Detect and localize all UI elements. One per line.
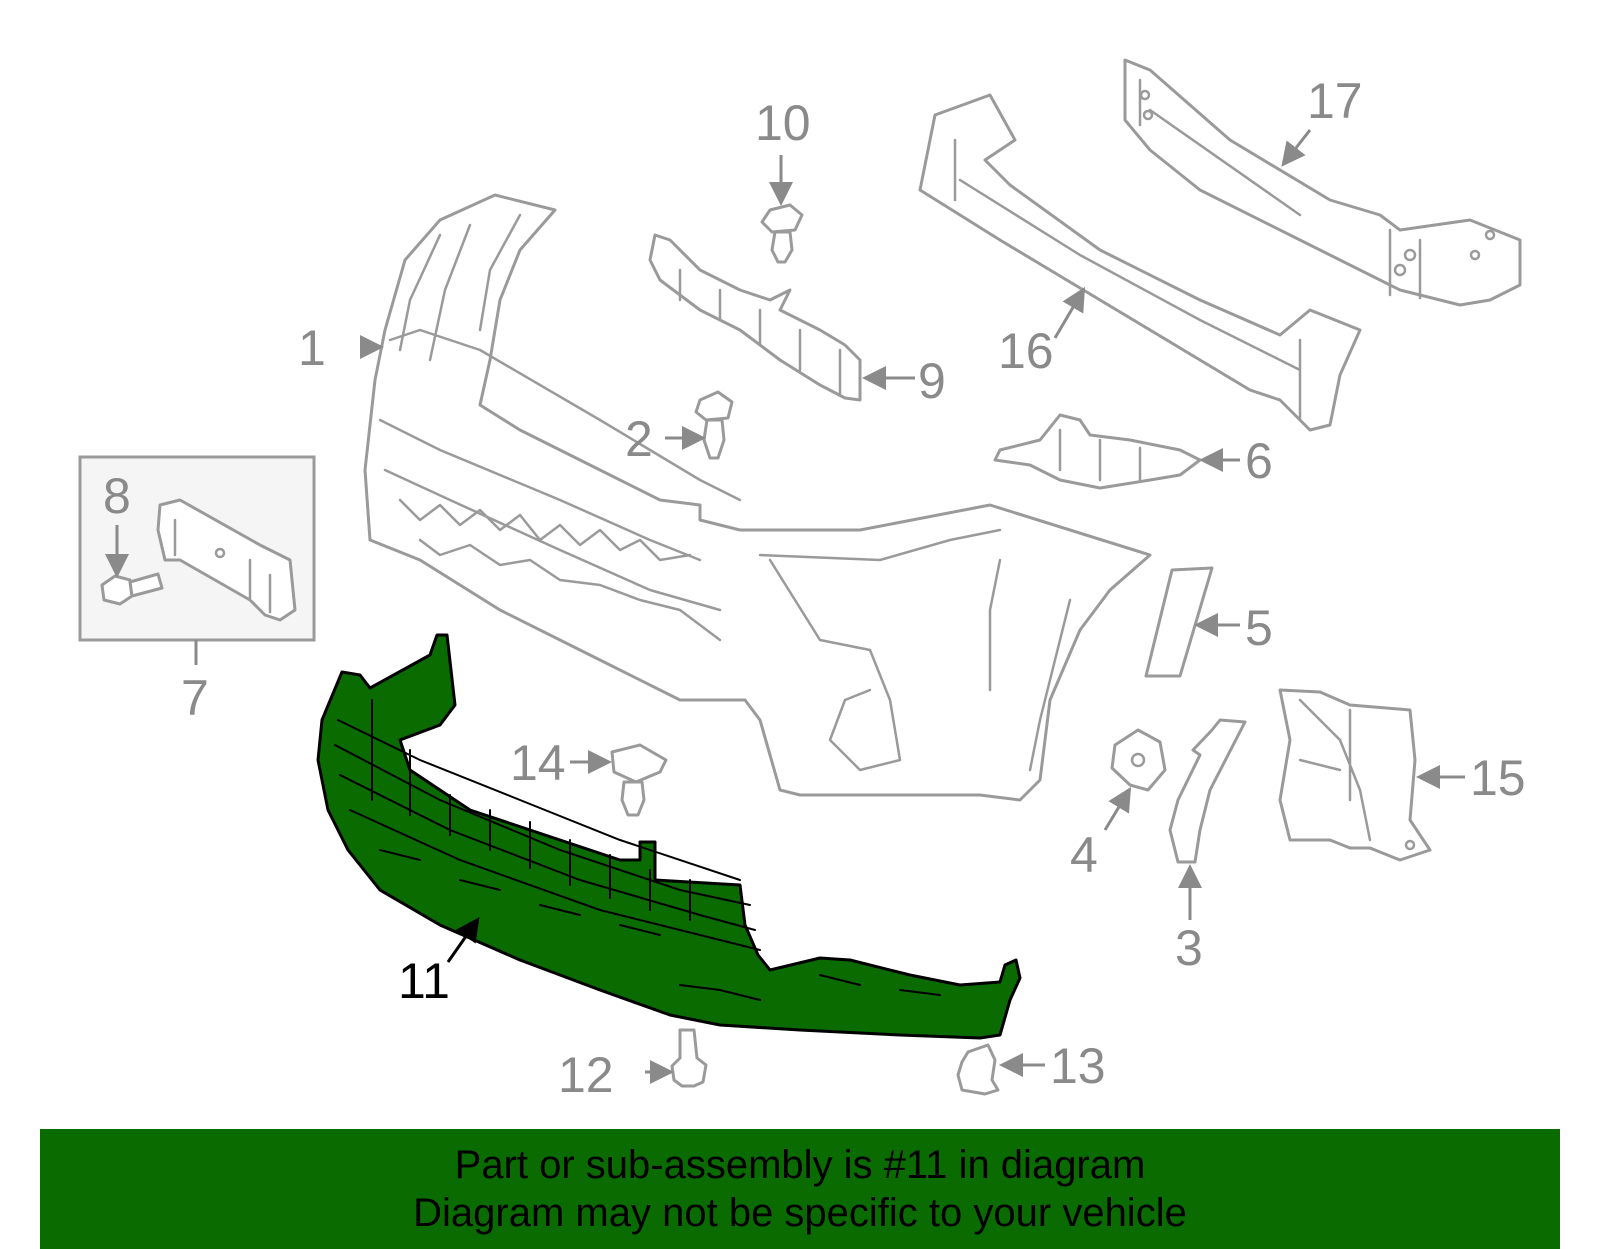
callout-5: 5	[1245, 600, 1273, 656]
part-6-side-bracket	[993, 413, 1202, 490]
part-13-clip	[956, 1043, 1000, 1096]
callout-10: 10	[755, 95, 811, 151]
part-10-push-pin	[760, 203, 804, 264]
part-15-splash-shield	[1278, 688, 1432, 862]
part-9-bracket	[648, 233, 862, 402]
leader-lines	[105, 129, 1465, 1084]
callout-4: 4	[1070, 827, 1098, 883]
callout-6: 6	[1245, 433, 1273, 489]
callout-1: 1	[298, 320, 326, 376]
part-14-clip	[610, 743, 668, 817]
part-1-bumper-cover	[363, 193, 1152, 802]
part-16-energy-absorber	[918, 93, 1362, 432]
callout-9: 9	[918, 353, 946, 409]
part-2-push-pin	[694, 390, 734, 460]
banner-line-2: Diagram may not be specific to your vehi…	[413, 1191, 1187, 1235]
part-12-clip	[670, 1028, 708, 1088]
part-3-side-bracket	[1168, 718, 1247, 864]
callout-16: 16	[998, 323, 1054, 379]
callout-13: 13	[1050, 1038, 1106, 1094]
part-17-reinforcement-beam	[1123, 58, 1522, 307]
callout-labels: 1 2 3 4 5 6 7 8 9 10 11 12 13 14 15 16 1…	[103, 73, 1526, 1103]
part-7-group-box	[78, 455, 316, 642]
callout-2: 2	[625, 411, 653, 467]
callout-15: 15	[1470, 750, 1526, 806]
callout-14: 14	[510, 735, 566, 791]
callout-7: 7	[181, 670, 209, 726]
part-4-clip	[1110, 728, 1167, 792]
callout-12: 12	[558, 1047, 614, 1103]
part-5-molding	[1144, 566, 1214, 678]
callout-3: 3	[1175, 920, 1203, 976]
callout-8: 8	[103, 468, 131, 524]
callout-11: 11	[398, 953, 450, 1009]
callout-17: 17	[1307, 73, 1363, 129]
part-11-lower-valance	[316, 633, 1022, 1040]
banner-line-1: Part or sub-assembly is #11 in diagram	[454, 1143, 1146, 1187]
info-banner: Part or sub-assembly is #11 in diagram D…	[40, 1129, 1560, 1249]
